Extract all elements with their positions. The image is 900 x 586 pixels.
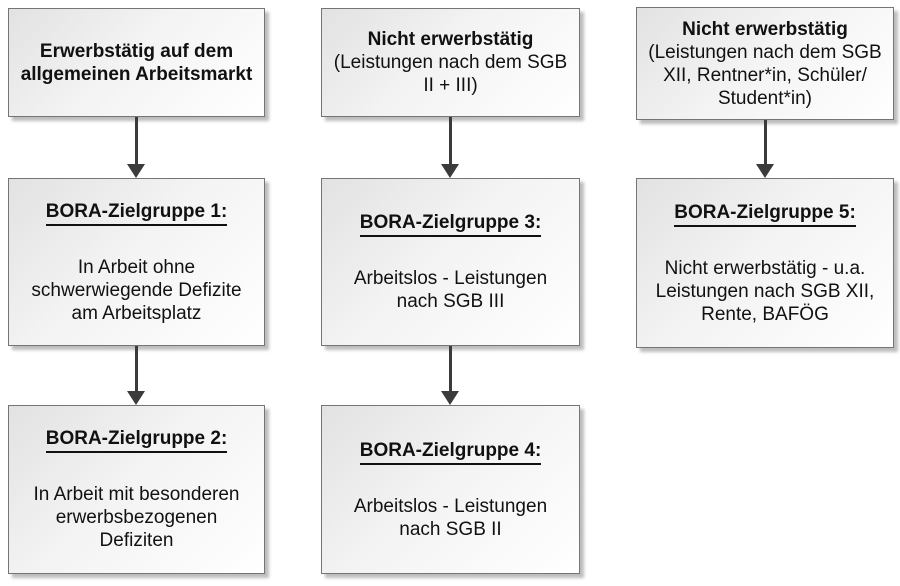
body-line: schwerwiegende Defizite — [31, 279, 242, 301]
box-bora-zielgruppe-3: BORA-Zielgruppe 3: Arbeitslos - Leistung… — [321, 178, 580, 346]
arrow-head-icon — [127, 164, 145, 178]
body-line: nach SGB II — [399, 518, 502, 540]
arrow-down-col1-row2 — [127, 346, 145, 405]
body-line: In Arbeit ohne — [77, 256, 196, 278]
body-line: erwerbsbezogenen — [55, 507, 218, 528]
arrow-head-icon — [441, 164, 459, 178]
group-body: Arbeitslos - Leistungen nach SGB III — [354, 267, 547, 313]
box-nicht-erwerbstaetig-sgb-2-3: Nicht erwerbstätig (Leistungen nach dem … — [321, 8, 580, 117]
body-line: In Arbeit mit besonderen — [33, 484, 240, 505]
arrow-down-col2-row2 — [441, 346, 459, 405]
box-title-line: allgemeinen Arbeitsmarkt — [20, 63, 253, 85]
group-heading: BORA-Zielgruppe 1: — [45, 200, 228, 226]
arrow-down-col3-row1 — [756, 120, 774, 178]
arrow-stem — [763, 120, 767, 164]
group-body: In Arbeit ohne schwerwiegende Defizite a… — [31, 256, 241, 325]
box-subtitle-line: (Leistungen nach dem SGB — [333, 52, 568, 73]
arrow-stem — [448, 346, 452, 391]
body-line: Rente, BAFÖG — [701, 303, 829, 325]
box-bora-zielgruppe-1: BORA-Zielgruppe 1: In Arbeit ohne schwer… — [8, 178, 265, 346]
box-erwerbstaetig-arbeitsmarkt: Erwerbstätig auf dem allgemeinen Arbeits… — [8, 8, 265, 117]
group-heading: BORA-Zielgruppe 4: — [359, 439, 542, 465]
box-title-line: Nicht erwerbstätig — [367, 29, 534, 50]
body-line: am Arbeitsplatz — [71, 302, 202, 324]
arrow-head-icon — [127, 391, 145, 405]
group-body: In Arbeit mit besonderen erwerbsbezogene… — [34, 483, 240, 552]
box-subtitle-line: Student*in) — [717, 87, 812, 109]
box-bora-zielgruppe-2: BORA-Zielgruppe 2: In Arbeit mit besonde… — [8, 405, 265, 574]
group-heading: BORA-Zielgruppe 2: — [45, 427, 228, 453]
body-line: nach SGB III — [396, 291, 505, 312]
group-body: Nicht erwerbstätig - u.a. Leistungen nac… — [656, 257, 875, 326]
box-subtitle-line: (Leistungen nach dem SGB — [648, 41, 882, 63]
group-heading: BORA-Zielgruppe 5: — [674, 201, 856, 227]
box-title-line: Nicht erwerbstätig — [682, 18, 848, 40]
box-bora-zielgruppe-5: BORA-Zielgruppe 5: Nicht erwerbstätig - … — [636, 178, 894, 348]
box-bora-zielgruppe-4: BORA-Zielgruppe 4: Arbeitslos - Leistung… — [321, 405, 580, 574]
arrow-head-icon — [756, 164, 774, 178]
arrow-stem — [134, 346, 138, 391]
box-title-line: Erwerbstätig auf dem — [39, 40, 234, 62]
arrow-down-col1-row1 — [127, 117, 145, 178]
body-line: Nicht erwerbstätig - u.a. — [664, 257, 866, 279]
body-line: Leistungen nach SGB XII, — [655, 280, 875, 302]
group-heading: BORA-Zielgruppe 3: — [359, 211, 542, 237]
body-line: Defiziten — [99, 530, 174, 551]
body-line: Arbeitslos - Leistungen — [353, 495, 548, 517]
box-subtitle-line: XII, Rentner*in, Schüler/ — [663, 64, 867, 86]
arrow-down-col2-row1 — [441, 117, 459, 178]
arrow-stem — [448, 117, 452, 164]
box-nicht-erwerbstaetig-sgb-12: Nicht erwerbstätig (Leistungen nach dem … — [636, 7, 894, 120]
body-line: Arbeitslos - Leistungen — [353, 268, 548, 289]
box-subtitle-line: II + III) — [423, 75, 478, 96]
group-body: Arbeitslos - Leistungen nach SGB II — [354, 495, 547, 541]
arrow-head-icon — [441, 391, 459, 405]
arrow-stem — [134, 117, 138, 164]
